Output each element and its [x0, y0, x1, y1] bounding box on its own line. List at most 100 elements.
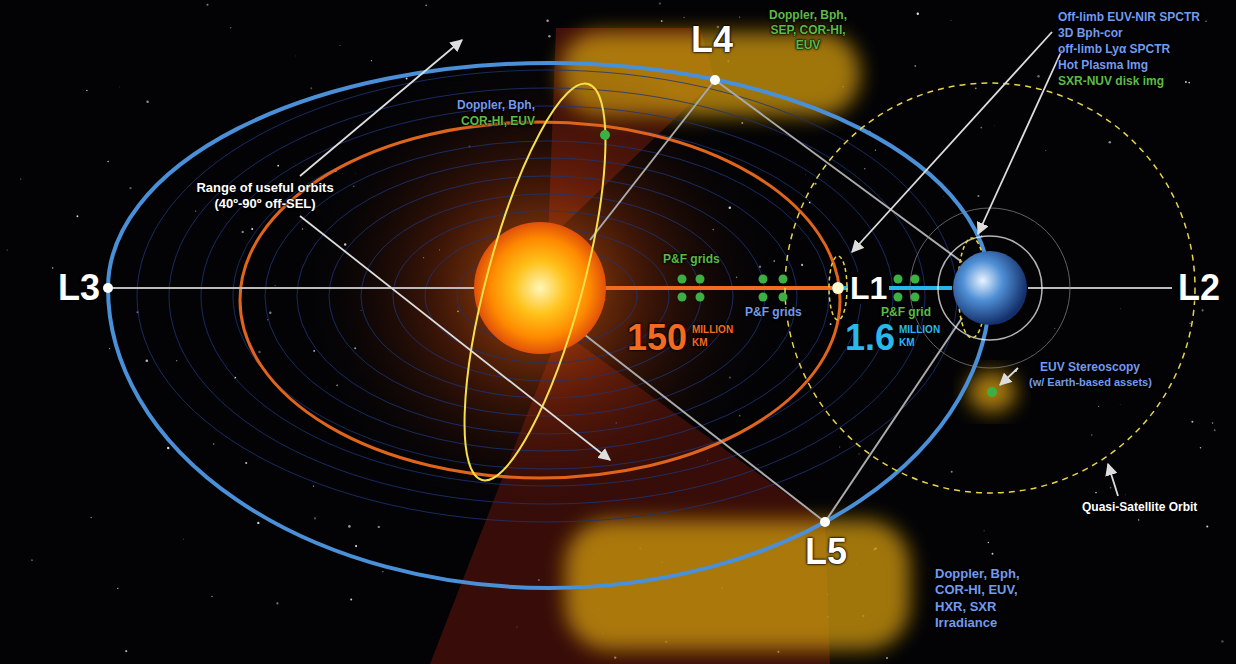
orbit-drawing [52, 267, 53, 268]
orbit-drawing [393, 211, 701, 381]
leader-arrows [300, 32, 1118, 496]
orbit-drawing [31, 559, 32, 560]
orbit-drawing [1200, 447, 1202, 449]
orbit-drawing [230, 27, 231, 28]
orbit-drawing [275, 285, 276, 286]
orbit-drawing [90, 517, 92, 519]
spacecraft-dot [600, 130, 610, 140]
orbit-drawing [1095, 492, 1097, 494]
orbit-drawing [1202, 309, 1204, 311]
grid-label: P&F grid [881, 305, 931, 320]
orbit-drawing [741, 122, 743, 124]
orbit-drawing [277, 165, 279, 167]
orbit-drawing [350, 599, 352, 601]
lagrange-point-label: L5 [805, 534, 847, 570]
orbit-drawing [894, 275, 903, 284]
orbit-drawing [779, 275, 788, 284]
orbit-drawing [378, 526, 380, 528]
orbit-drawing [406, 78, 408, 80]
orbit-drawing [779, 293, 788, 302]
orbit-drawing [146, 359, 149, 362]
lagrange-point-label: L1 [848, 272, 889, 304]
orbit-drawing [1221, 640, 1223, 642]
orbit-drawing [425, 4, 427, 6]
orbit-drawing [988, 542, 990, 544]
orbit-drawing [339, 44, 341, 46]
grid-label: P&F grids [745, 305, 802, 320]
orbit-drawing [294, 55, 296, 57]
orbit-drawing [839, 446, 841, 448]
lagrange-point-label: L3 [58, 270, 100, 306]
lagrange-dot [710, 75, 720, 85]
orbit-drawing [1185, 81, 1187, 83]
venus-orbit [240, 122, 840, 478]
earth-ring [938, 236, 1042, 340]
orbit-drawing [125, 650, 127, 652]
polar-orbit [436, 72, 635, 493]
range-note: Range of useful orbits (40º-90º off-SEL) [175, 180, 355, 213]
orbit-drawing [257, 522, 259, 524]
lagrange-dot [103, 283, 113, 293]
orbit-drawing [314, 517, 316, 519]
orbit-drawing [977, 195, 979, 197]
orbit-drawing [1119, 307, 1121, 309]
orbit-drawing [661, 20, 663, 22]
orbit-drawing [678, 275, 687, 284]
orbit-drawing [1110, 487, 1112, 489]
lagrange-dot [832, 282, 844, 294]
instrument-list: Doppler, Bph, SEP, COR-HI, EUV [758, 8, 858, 53]
orbit-drawing [950, 19, 952, 21]
orbit-drawing [206, 4, 208, 6]
orbit-drawing [1206, 525, 1208, 527]
orbit-drawing [739, 16, 740, 17]
earth-orbit [108, 63, 990, 588]
orbit-drawing [329, 176, 765, 416]
distance-unit: MILLION [899, 324, 940, 337]
orbit-drawing [201, 106, 893, 486]
orbit-drawing [911, 293, 920, 302]
instrument-list: COR-HI, EUV [461, 114, 535, 129]
earth-l2-line [1028, 287, 1172, 289]
orbit-drawing [348, 525, 351, 528]
orbit-drawing [951, 471, 953, 473]
orbit-drawing [659, 2, 661, 4]
orbit-drawing [242, 231, 244, 233]
orbit-drawing [119, 86, 121, 88]
orbit-drawing [7, 249, 8, 250]
orbit-drawing [258, 351, 260, 353]
orbit-drawing [759, 275, 768, 284]
orbit-drawing [129, 187, 131, 189]
instrument-list: Doppler, Bph, COR-HI, EUV, HXR, SXR Irra… [935, 566, 1043, 631]
orbit-drawing [313, 485, 314, 486]
orbit-drawing [382, 571, 383, 572]
orbit-drawing [801, 264, 803, 266]
quasi-satellite-orbit [785, 83, 1195, 493]
l5-sun-line [585, 335, 825, 522]
orbit-drawing [975, 87, 977, 89]
orbit-drawing [678, 293, 687, 302]
sun-earth-line [112, 287, 475, 289]
orbit-drawing [176, 360, 177, 361]
orbit-drawing [213, 443, 215, 445]
orbit-drawing [297, 158, 797, 434]
orbit-drawing [1054, 328, 1055, 329]
instrument-item: SXR-NUV disk img [1058, 74, 1164, 89]
orbit-drawing [276, 602, 278, 604]
orbit-drawing [980, 127, 982, 129]
orbit-drawing [167, 447, 169, 449]
sun-l1-line [605, 286, 832, 290]
orbit-drawing [992, 553, 994, 555]
orbit-drawing [1098, 406, 1099, 407]
orbit-drawing [1205, 21, 1206, 22]
instrument-item: Hot Plasma Img [1058, 58, 1148, 73]
orbit-drawing [757, 464, 759, 466]
instrument-item: 3D Bph-cor [1058, 26, 1123, 41]
orbit-drawing [182, 538, 184, 540]
distance-unit: KM [899, 337, 915, 350]
orbit-drawing [1037, 75, 1039, 77]
orbit-drawing [759, 293, 768, 302]
